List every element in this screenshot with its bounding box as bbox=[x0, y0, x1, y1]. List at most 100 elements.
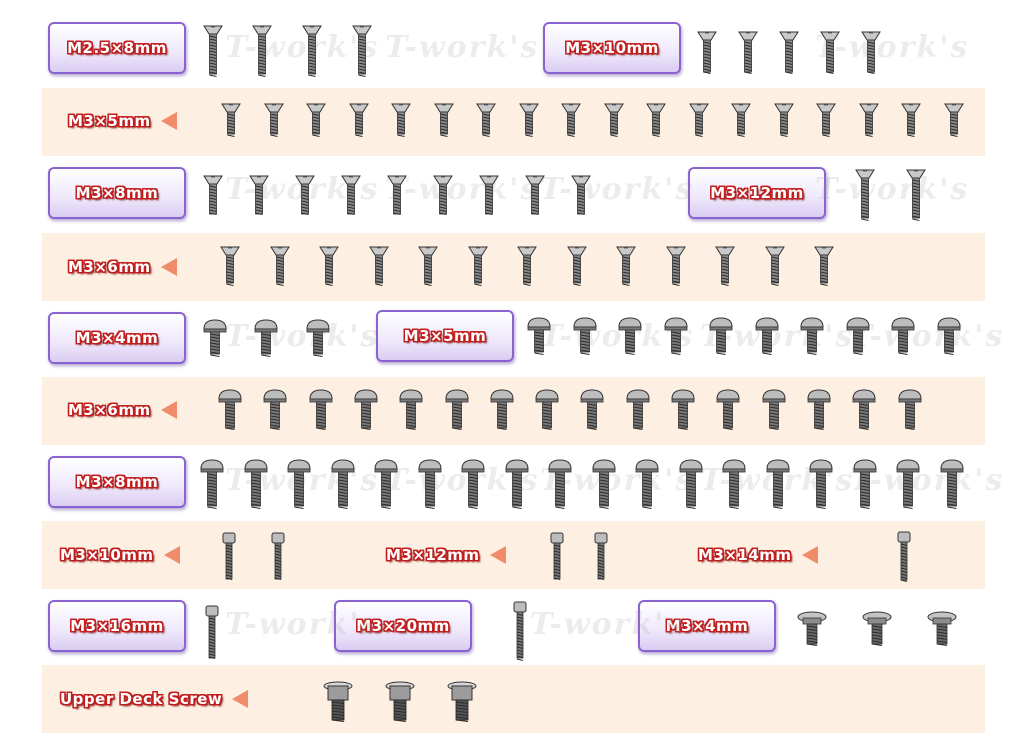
size-label: M3×14mm bbox=[698, 546, 818, 564]
screw-icon bbox=[354, 389, 378, 430]
watermark: T-work's bbox=[530, 607, 685, 642]
size-label-text: M3×14mm bbox=[698, 546, 792, 564]
watermark: T-work's bbox=[225, 319, 380, 354]
arrow-left-icon bbox=[801, 546, 818, 564]
screw-icon bbox=[738, 31, 758, 74]
arrow-left-icon bbox=[489, 546, 506, 564]
size-label: M3×10mm bbox=[543, 22, 681, 74]
watermark: T-work's bbox=[225, 607, 380, 642]
screw-icon bbox=[591, 459, 616, 509]
screw-icon bbox=[263, 103, 284, 137]
screw-icon bbox=[374, 459, 398, 509]
screw-icon bbox=[433, 175, 453, 215]
size-label-text: M3×6mm bbox=[68, 401, 151, 419]
screw-icon bbox=[399, 389, 423, 430]
watermark: T-work's bbox=[815, 172, 970, 207]
screw-icon bbox=[513, 601, 527, 661]
screw-icon bbox=[678, 459, 703, 509]
size-label-text: Upper Deck Screw bbox=[60, 690, 223, 708]
screw-icon bbox=[518, 103, 539, 137]
screw-icon bbox=[716, 389, 740, 430]
screw-icon bbox=[616, 246, 636, 286]
screw-icon bbox=[271, 532, 285, 580]
screw-icon bbox=[773, 103, 794, 137]
size-label: Upper Deck Screw bbox=[60, 690, 249, 708]
screw-icon bbox=[814, 246, 834, 286]
size-label-text: M3×4mm bbox=[75, 329, 159, 347]
screw-icon bbox=[671, 389, 695, 430]
row-band bbox=[42, 665, 985, 733]
size-label: M3×8mm bbox=[48, 167, 186, 219]
screw-icon bbox=[203, 175, 223, 215]
screw-icon bbox=[897, 531, 911, 582]
watermark: T-work's bbox=[385, 172, 540, 207]
size-label-text: M3×8mm bbox=[75, 184, 159, 202]
screw-icon bbox=[387, 175, 407, 215]
screw-icon bbox=[852, 459, 877, 509]
screw-icon bbox=[203, 25, 223, 77]
screw-icon bbox=[200, 459, 224, 509]
size-label-text: M3×5mm bbox=[68, 112, 151, 130]
screw-icon bbox=[566, 246, 587, 286]
screw-icon bbox=[852, 389, 876, 430]
screw-icon bbox=[571, 175, 591, 215]
size-label-text: M3×10mm bbox=[565, 39, 659, 57]
screw-icon bbox=[254, 319, 278, 357]
screw-icon bbox=[269, 246, 290, 286]
size-label: M3×4mm bbox=[48, 312, 186, 364]
screw-icon bbox=[287, 459, 311, 509]
size-label: M3×6mm bbox=[68, 258, 177, 276]
size-label: M3×4mm bbox=[638, 600, 776, 652]
size-label: M3×5mm bbox=[376, 310, 514, 362]
screw-icon bbox=[550, 532, 564, 580]
screw-icon bbox=[295, 175, 315, 215]
size-label: M3×20mm bbox=[334, 600, 472, 652]
screw-icon bbox=[467, 246, 488, 286]
arrow-left-icon bbox=[163, 546, 180, 564]
screw-icon bbox=[504, 459, 529, 509]
size-label: M3×16mm bbox=[48, 600, 186, 652]
size-label-text: M3×4mm bbox=[665, 617, 749, 635]
size-label-text: M3×20mm bbox=[356, 617, 450, 635]
screw-icon bbox=[800, 317, 824, 355]
screw-icon bbox=[862, 611, 892, 646]
screw-icon bbox=[309, 389, 333, 430]
screw-icon bbox=[323, 681, 353, 722]
screw-icon bbox=[319, 246, 339, 286]
screw-icon bbox=[646, 103, 666, 137]
screw-icon bbox=[754, 317, 779, 355]
screw-icon bbox=[252, 25, 272, 77]
screw-row: M3×6mm bbox=[0, 377, 1024, 447]
screw-icon bbox=[306, 319, 330, 357]
screw-icon bbox=[418, 246, 438, 286]
screw-icon bbox=[618, 317, 642, 355]
size-label-text: M3×16mm bbox=[70, 617, 164, 635]
screw-icon bbox=[779, 31, 799, 74]
screw-icon bbox=[709, 317, 733, 355]
size-label-text: M3×8mm bbox=[75, 473, 159, 491]
screw-icon bbox=[722, 459, 746, 509]
screw-icon bbox=[594, 532, 608, 580]
size-label: M3×5mm bbox=[68, 112, 177, 130]
screw-icon bbox=[896, 459, 920, 509]
arrow-left-icon bbox=[160, 112, 177, 130]
screw-icon bbox=[461, 459, 485, 509]
screw-icon bbox=[845, 317, 870, 355]
screw-icon bbox=[391, 103, 411, 137]
screw-icon bbox=[731, 103, 751, 137]
size-label: M3×12mm bbox=[688, 167, 826, 219]
screw-icon bbox=[205, 605, 219, 659]
size-label-text: M3×12mm bbox=[386, 546, 480, 564]
arrow-left-icon bbox=[232, 690, 249, 708]
screw-icon bbox=[525, 175, 545, 215]
screw-icon bbox=[218, 389, 242, 430]
screw-row: M3×10mm M3×12mm M3×14mm bbox=[0, 521, 1024, 591]
screw-icon bbox=[341, 175, 361, 215]
screw-icon bbox=[527, 317, 551, 355]
screw-icon bbox=[820, 31, 840, 74]
screw-icon bbox=[855, 169, 875, 221]
screw-icon bbox=[561, 103, 581, 137]
screw-icon bbox=[936, 317, 961, 355]
screw-icon bbox=[797, 611, 827, 646]
screw-icon bbox=[263, 389, 287, 430]
